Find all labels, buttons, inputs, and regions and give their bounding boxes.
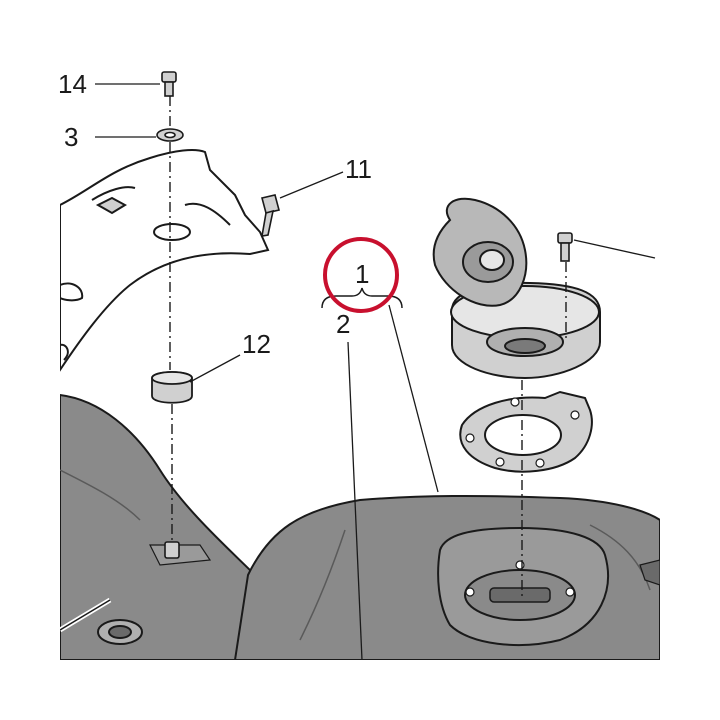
tank-cover: [60, 149, 270, 372]
callout-12: 12: [242, 329, 271, 359]
filler-cap: [432, 197, 601, 380]
screw-14: [161, 71, 177, 97]
callout-3: 3: [64, 122, 78, 152]
washer-3: [156, 128, 184, 142]
grommet-12: [151, 371, 193, 404]
callout-11: 11: [345, 154, 372, 184]
callout-1: 1: [355, 259, 369, 289]
gasket: [459, 390, 593, 473]
stud: [164, 541, 180, 559]
highlight-circle: [323, 237, 399, 313]
screw-11: [261, 194, 280, 237]
callout-2: 2: [336, 309, 350, 339]
filler-recess: [437, 526, 609, 646]
leader-lines: [95, 83, 656, 660]
callout-14: 14: [58, 69, 87, 99]
assembly-axes: [169, 96, 567, 600]
screw-cap: [557, 232, 573, 262]
